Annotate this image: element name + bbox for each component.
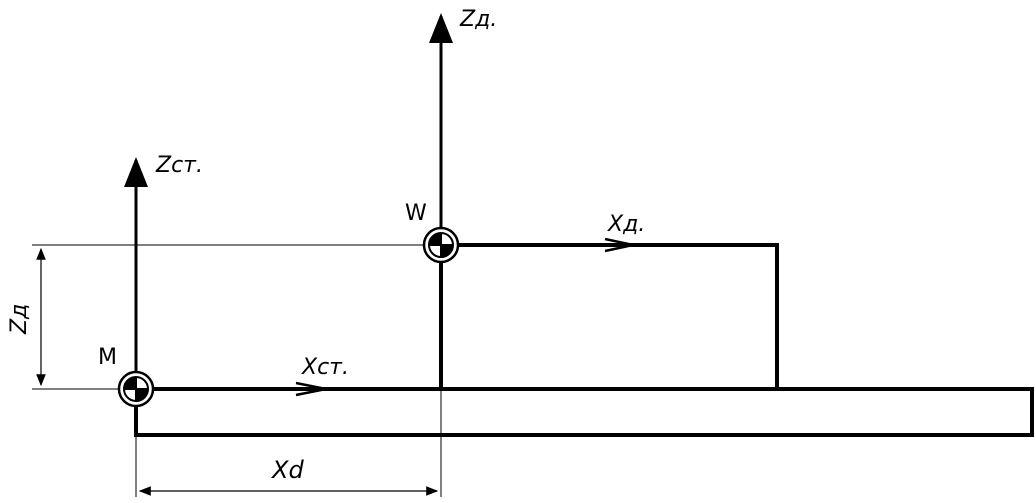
z-machine-axis-label: Zст. (155, 153, 203, 178)
x-part-axis-arrow (604, 237, 634, 253)
machine-origin-label: M (98, 345, 117, 370)
workpiece (439, 243, 779, 389)
x-offset-dim-label: Xd (270, 456, 304, 484)
workpiece-origin-symbol (422, 226, 460, 264)
z-offset-dim-label: Zд (7, 304, 32, 335)
machine-table (134, 387, 1034, 437)
x-part-axis-label: Xд. (607, 212, 645, 237)
x-machine-axis-arrow (295, 381, 327, 397)
z-part-axis-label: Zд. (459, 7, 497, 32)
workpiece-origin-label: W (405, 201, 427, 226)
machine-origin-symbol (117, 370, 155, 408)
x-machine-axis-label: Xст. (301, 355, 349, 380)
